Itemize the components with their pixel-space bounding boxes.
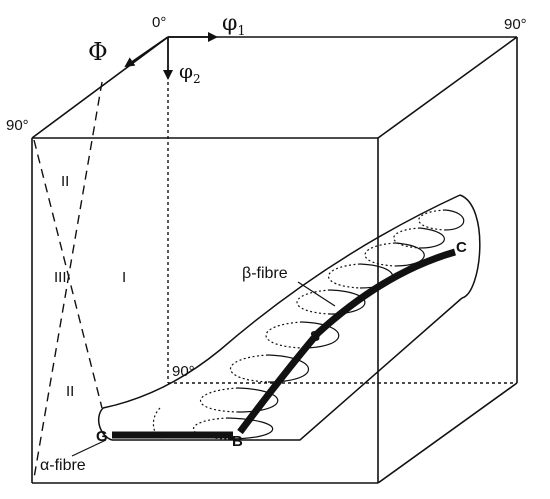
phi1-label: φ1 <box>222 11 246 39</box>
section-solid-arc <box>444 209 465 231</box>
tube-upper-edge <box>102 194 461 409</box>
point-C: C <box>456 239 467 256</box>
origin-label: 0° <box>152 14 166 31</box>
section-dotted-arc <box>296 289 331 315</box>
section-dotted-arc <box>393 227 421 249</box>
region-III: III <box>54 269 67 286</box>
beta-leader <box>297 281 336 307</box>
phi1-end-label: 90° <box>504 16 527 33</box>
phi2-end-label: 90° <box>172 363 195 380</box>
point-G: G <box>96 428 108 445</box>
phi2-symbol: φ <box>179 59 193 83</box>
section-dotted-arc <box>418 209 446 231</box>
region-line-1 <box>33 139 103 409</box>
tube-end-ellipse <box>459 194 481 299</box>
point-B: B <box>232 433 243 450</box>
axis-arrows <box>124 32 218 80</box>
section-dotted-arc <box>265 321 303 349</box>
section-solid-arc <box>267 354 310 383</box>
phi1-symbol: φ <box>222 11 237 36</box>
section-solid-arc <box>419 227 445 249</box>
Phi-arrow <box>124 36 169 68</box>
region-line-2 <box>33 81 103 479</box>
region-boundaries <box>33 81 103 479</box>
fibre-lines <box>112 248 456 439</box>
beta-fibre-label: β-fibre <box>242 265 288 282</box>
alpha-fibre-label: α-fibre <box>40 457 86 474</box>
hidden-edges <box>167 70 517 384</box>
section-dotted-arc <box>229 354 269 383</box>
beta-fibre-line <box>237 248 456 435</box>
edge-top-right <box>377 36 518 139</box>
edge-top-left <box>31 36 169 139</box>
fibre-tube <box>97 194 481 441</box>
alpha-leader <box>71 439 107 457</box>
Phi-end-label: 90° <box>6 117 29 134</box>
region-II-top: II <box>61 173 69 190</box>
section-dotted-arc <box>364 242 396 267</box>
edge-bottom-right <box>377 382 518 484</box>
section-solid-arc <box>301 321 340 349</box>
phi1-subscript: 1 <box>237 24 245 39</box>
region-II-bottom: II <box>66 383 74 400</box>
tube-lower-edge <box>112 297 463 441</box>
leader-lines <box>71 281 336 457</box>
section-solid-arc <box>394 242 425 267</box>
tube-start-cap <box>97 407 113 441</box>
Phi-label: Φ <box>88 38 108 66</box>
cube-edges <box>31 36 518 484</box>
phi2-label: φ2 <box>179 59 201 86</box>
region-I: I <box>122 269 126 286</box>
section-dotted-arc <box>193 417 229 440</box>
section-dotted-arc <box>328 263 361 289</box>
section-dotted-arc <box>152 407 163 441</box>
section-dotted-arc <box>200 387 239 413</box>
phi2-subscript: 2 <box>193 72 201 86</box>
point-S: S <box>310 328 320 345</box>
cross-sections <box>152 209 465 441</box>
